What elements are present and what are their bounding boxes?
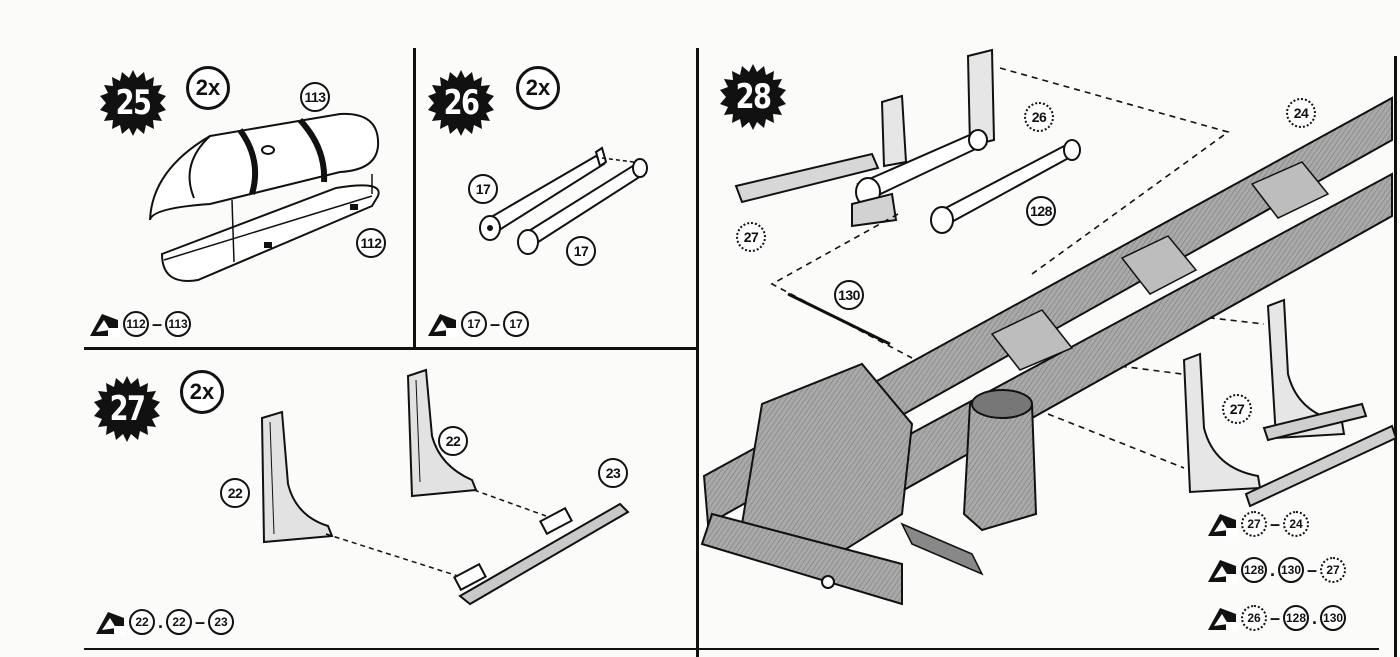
- part-callout-128: 128: [1026, 196, 1056, 226]
- fuel-tank-illustration: [149, 112, 380, 282]
- part-callout-17-right: 17: [566, 236, 596, 266]
- part-callout-113: 113: [300, 82, 330, 112]
- glue-separator: –: [1307, 559, 1318, 580]
- glue-part-26: 26: [1241, 605, 1267, 631]
- glue-instruction-28-row1: 27 – 24: [1206, 508, 1310, 540]
- glue-instruction-27: 22 . 22 – 23: [94, 606, 235, 638]
- glue-instruction-28-row3: 26 – 128 . 130: [1206, 602, 1347, 634]
- glue-part-23: 23: [208, 609, 235, 635]
- glue-part-24: 24: [1283, 511, 1310, 537]
- part-callout-27-upper: 27: [736, 222, 766, 252]
- glue-separator: .: [158, 611, 164, 632]
- glue-separator: .: [1312, 607, 1318, 628]
- glue-applicator-icon: [1206, 556, 1238, 584]
- divider-vertical-left: [413, 48, 416, 348]
- glue-separator: –: [1270, 607, 1281, 628]
- glue-part-17-b: 17: [503, 311, 530, 337]
- glue-instruction-28-row2: 128 . 130 – 27: [1206, 554, 1347, 586]
- step-badge-26: 26: [428, 70, 494, 136]
- part-callout-24: 24: [1286, 98, 1316, 128]
- part-callout-130: 130: [834, 280, 864, 310]
- glue-part-130: 130: [1320, 605, 1347, 631]
- glue-separator: .: [1270, 559, 1276, 580]
- divider-vertical-center: [696, 48, 699, 657]
- glue-part-22-b: 22: [166, 609, 193, 635]
- part-callout-17-left: 17: [468, 174, 498, 204]
- glue-applicator-icon: [88, 310, 120, 338]
- part-callout-22-right: 22: [438, 426, 468, 456]
- glue-applicator-icon: [94, 608, 126, 636]
- step-badge-27: 27: [94, 376, 160, 442]
- glue-part-130: 130: [1278, 557, 1305, 583]
- quantity-badge: 2x: [180, 370, 224, 414]
- part-callout-27-lower: 27: [1222, 394, 1252, 424]
- divider-horizontal-left: [84, 347, 696, 350]
- glue-part-128: 128: [1241, 557, 1267, 583]
- part-callout-22-left: 22: [220, 478, 250, 508]
- starburst-badge-icon: [720, 64, 786, 130]
- glue-instruction-26: 17 – 17: [426, 308, 530, 340]
- part-callout-26: 26: [1024, 102, 1054, 132]
- glue-applicator-icon: [1206, 604, 1238, 632]
- glue-part-17-a: 17: [461, 311, 487, 337]
- step-number: 27: [109, 389, 146, 429]
- axle-tube-illustration: [479, 146, 648, 255]
- step-badge-25: 25: [100, 70, 166, 136]
- part-callout-23: 23: [598, 458, 628, 488]
- glue-part-27: 27: [1320, 557, 1347, 583]
- step-number: 25: [115, 83, 152, 123]
- spring-hanger-illustration: [260, 368, 630, 606]
- step-number: 28: [735, 77, 772, 117]
- step-badge-28: 28: [720, 64, 786, 130]
- chassis-frame-illustration: [700, 48, 1398, 606]
- quantity-badge: 2x: [516, 66, 560, 110]
- glue-instruction-25: 112 – 113: [88, 308, 192, 340]
- starburst-badge-icon: [100, 70, 166, 136]
- glue-separator: –: [490, 313, 501, 334]
- divider-bottom-left: [84, 648, 696, 650]
- glue-part-112: 112: [123, 311, 149, 337]
- starburst-badge-icon: [428, 70, 494, 136]
- glue-part-128: 128: [1283, 605, 1310, 631]
- glue-separator: –: [195, 611, 206, 632]
- glue-part-22-a: 22: [129, 609, 155, 635]
- glue-applicator-icon: [426, 310, 458, 338]
- divider-bottom-right: [699, 648, 1379, 650]
- glue-part-27: 27: [1241, 511, 1267, 537]
- glue-separator: –: [1270, 513, 1281, 534]
- starburst-badge-icon: [94, 376, 160, 442]
- glue-separator: –: [152, 313, 163, 334]
- step-number: 26: [443, 83, 480, 123]
- part-callout-112: 112: [356, 228, 386, 258]
- glue-applicator-icon: [1206, 510, 1238, 538]
- divider-vertical-right-edge: [1394, 56, 1397, 657]
- quantity-badge: 2x: [186, 66, 230, 110]
- glue-part-113: 113: [165, 311, 192, 337]
